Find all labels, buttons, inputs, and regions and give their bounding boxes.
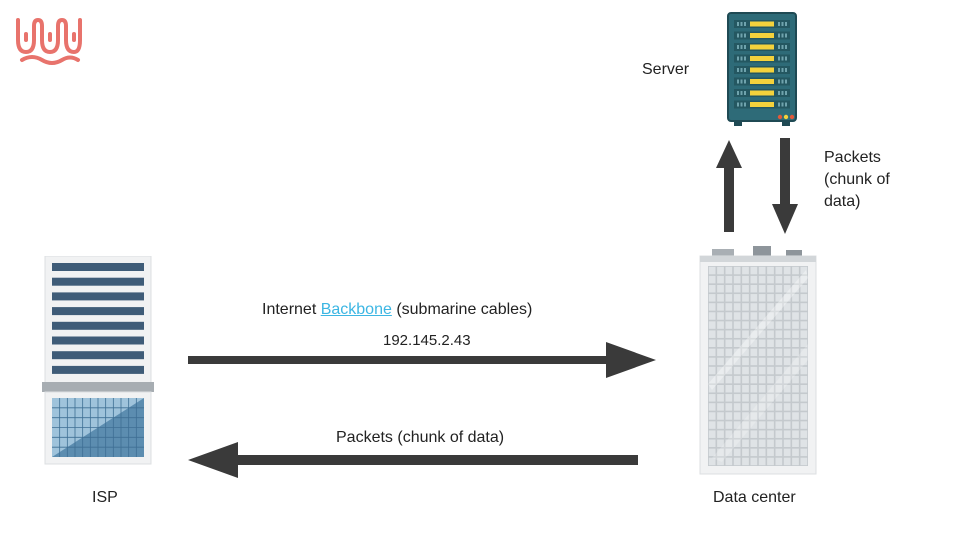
backbone-suffix: (submarine cables) bbox=[391, 301, 533, 318]
backbone-link[interactable]: Backbone bbox=[320, 301, 392, 318]
forward-arrow bbox=[188, 342, 656, 378]
data-center-building-icon bbox=[699, 246, 817, 475]
data-center-label: Data center bbox=[713, 489, 796, 506]
server-rack-icon bbox=[727, 12, 797, 126]
isp-building-icon bbox=[42, 256, 154, 465]
isp-label: ISP bbox=[92, 489, 118, 506]
backbone-label: Internet Backbone (submarine cables) bbox=[262, 300, 532, 320]
server-packets-label-1: Packets bbox=[824, 149, 881, 166]
return-packets-label: Packets (chunk of data) bbox=[336, 429, 505, 446]
wave-logo-icon bbox=[16, 18, 82, 65]
server-packets-label-2: (chunk of bbox=[824, 171, 890, 188]
backbone-prefix: Internet bbox=[262, 301, 321, 318]
server-packets-label-3: data) bbox=[824, 193, 861, 210]
return-arrow bbox=[188, 442, 638, 478]
upload-arrow bbox=[716, 140, 742, 232]
server-label: Server bbox=[642, 61, 690, 78]
download-arrow bbox=[772, 138, 798, 234]
ip-address-label: 192.145.2.43 bbox=[383, 332, 471, 349]
